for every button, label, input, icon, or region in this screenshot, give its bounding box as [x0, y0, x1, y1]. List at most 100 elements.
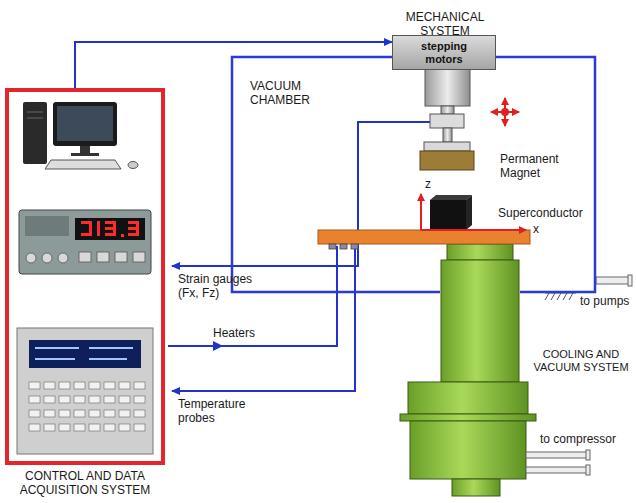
control-instruments: [97, 221, 100, 236]
sensor-pads: [340, 244, 347, 249]
control-instruments: [74, 382, 85, 389]
heater-arrow: [213, 341, 223, 351]
part-label: Permanent Magnet: [500, 152, 570, 181]
control-instruments: [29, 424, 40, 431]
control-instruments: [74, 424, 85, 431]
control-instruments: [29, 382, 145, 431]
control-instruments: [35, 348, 133, 359]
compressor-pipes: [586, 450, 590, 460]
motor-box: stepping motors: [392, 35, 496, 70]
signal-label: Temperature probes: [178, 397, 263, 426]
cryocooler: [441, 260, 519, 382]
signal-label: Heaters: [213, 326, 255, 340]
motion-cross: [491, 98, 519, 126]
control-instruments: [119, 382, 130, 389]
control-instruments: [17, 328, 153, 454]
manipulator-shaft: [424, 142, 470, 151]
control-instruments: [53, 102, 117, 146]
section-heading: MECHANICAL SYSTEM: [385, 10, 505, 39]
control-instruments: [119, 424, 130, 431]
motion-dot: [501, 108, 509, 116]
part-label: Superconductor: [498, 206, 583, 220]
superconductor-sample: [466, 195, 472, 230]
cryocooler: [447, 244, 513, 260]
control-instruments: [134, 382, 145, 389]
control-instruments: [29, 340, 141, 368]
control-instruments: [89, 347, 133, 349]
control-system-box: CONTROL AND DATA ACQUISITION SYSTEM: [5, 88, 165, 500]
control-instruments: [89, 410, 100, 417]
control-instruments: [128, 162, 138, 169]
control-instruments: [80, 146, 90, 153]
superconductor-sample: [430, 200, 466, 230]
compressor-pipes: [586, 465, 590, 475]
control-instruments: [119, 396, 130, 403]
control-instruments: [136, 221, 139, 236]
control-instruments: [113, 221, 116, 236]
control-frame: [5, 88, 165, 465]
ground-hatch: [551, 293, 555, 300]
ground-hatch: [545, 293, 576, 300]
axes: [421, 229, 526, 231]
cryocooler: [400, 244, 536, 496]
cryocooler: [400, 414, 536, 421]
control-instruments: [104, 382, 115, 389]
control-instruments: [134, 396, 145, 403]
control-instruments: [44, 396, 55, 403]
control-instruments: [71, 153, 99, 156]
control-instruments: [59, 424, 70, 431]
control-instruments: [89, 382, 100, 389]
control-instruments: [74, 410, 85, 417]
signal-connector: [75, 42, 392, 88]
control-instruments: [59, 396, 70, 403]
compressor-pipes: [526, 467, 588, 473]
manipulator-shaft: [425, 68, 470, 106]
cryocooler: [410, 421, 526, 479]
control-instruments: [133, 252, 145, 262]
sensor-pads: [329, 244, 336, 249]
control-instruments: [119, 410, 130, 417]
axis-label: x: [533, 222, 539, 236]
control-instruments: [44, 424, 55, 431]
control-instruments: [79, 252, 91, 262]
control-instruments: [29, 382, 40, 389]
control-instruments: [35, 347, 79, 349]
control-instruments: [81, 221, 139, 237]
manipulator-shaft: [443, 128, 452, 142]
control-instruments: [104, 424, 115, 431]
control-instruments: [26, 252, 145, 263]
control-instruments: [23, 102, 47, 164]
signal-wires: [168, 122, 432, 391]
control-instruments: [59, 410, 70, 417]
control-instruments: [104, 396, 115, 403]
signal-label: Strain gauges (Fx, Fz): [178, 272, 273, 301]
axis-label: z: [425, 177, 431, 191]
control-instruments: [89, 396, 100, 403]
chamber-wall: [232, 57, 595, 292]
control-instruments: [27, 112, 43, 113]
ground-hatch: [557, 293, 561, 300]
control-instruments: [17, 102, 153, 454]
control-instruments: [58, 253, 68, 263]
control-instruments: [104, 410, 115, 417]
control-instruments: [134, 424, 145, 431]
control-instruments: [44, 410, 55, 417]
pump-pipe: [628, 275, 632, 286]
control-instruments: [74, 396, 85, 403]
control-instruments: [57, 106, 113, 141]
control-instruments: [45, 160, 121, 169]
cryocooler: [452, 479, 500, 496]
control-instruments: [75, 218, 145, 240]
control-instruments: [35, 358, 75, 360]
ground-hatch: [569, 293, 573, 300]
control-instruments: [115, 252, 127, 262]
axes: [420, 194, 422, 230]
superconductor-sample: [430, 195, 472, 230]
manipulator-shaft: [430, 114, 464, 128]
pump-pipe: [596, 277, 630, 284]
control-instruments: [121, 234, 124, 237]
chamber-label: VACUUM CHAMBER: [250, 79, 330, 108]
